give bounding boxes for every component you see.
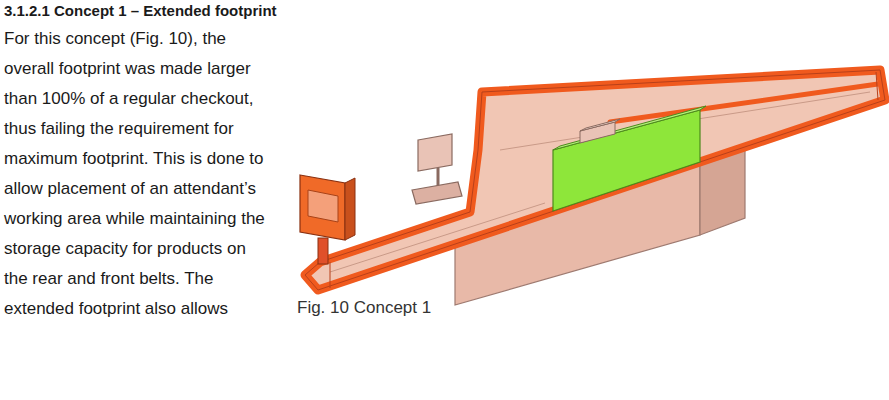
section-heading: 3.1.2.1 Concept 1 – Extended footprint — [4, 2, 277, 19]
belt-divider — [610, 84, 878, 122]
monitor-display — [308, 190, 338, 222]
divider-panel-edge — [553, 106, 706, 150]
card-reader-top — [580, 119, 620, 131]
monitor-screen — [300, 175, 345, 240]
chair-seat — [412, 182, 462, 204]
chair-back — [418, 134, 452, 171]
counter-top-outline — [305, 70, 885, 290]
belt-line — [330, 203, 545, 272]
monitor-side — [345, 178, 355, 240]
belt-end — [330, 262, 331, 288]
monitor-stand — [318, 238, 328, 264]
belt-end — [876, 72, 878, 100]
body-paragraph: For this concept (Fig. 10), the overall … — [4, 24, 266, 324]
figure-caption: Fig. 10 Concept 1 — [297, 298, 431, 318]
divider-panel — [553, 110, 700, 211]
counter-top — [305, 70, 885, 290]
